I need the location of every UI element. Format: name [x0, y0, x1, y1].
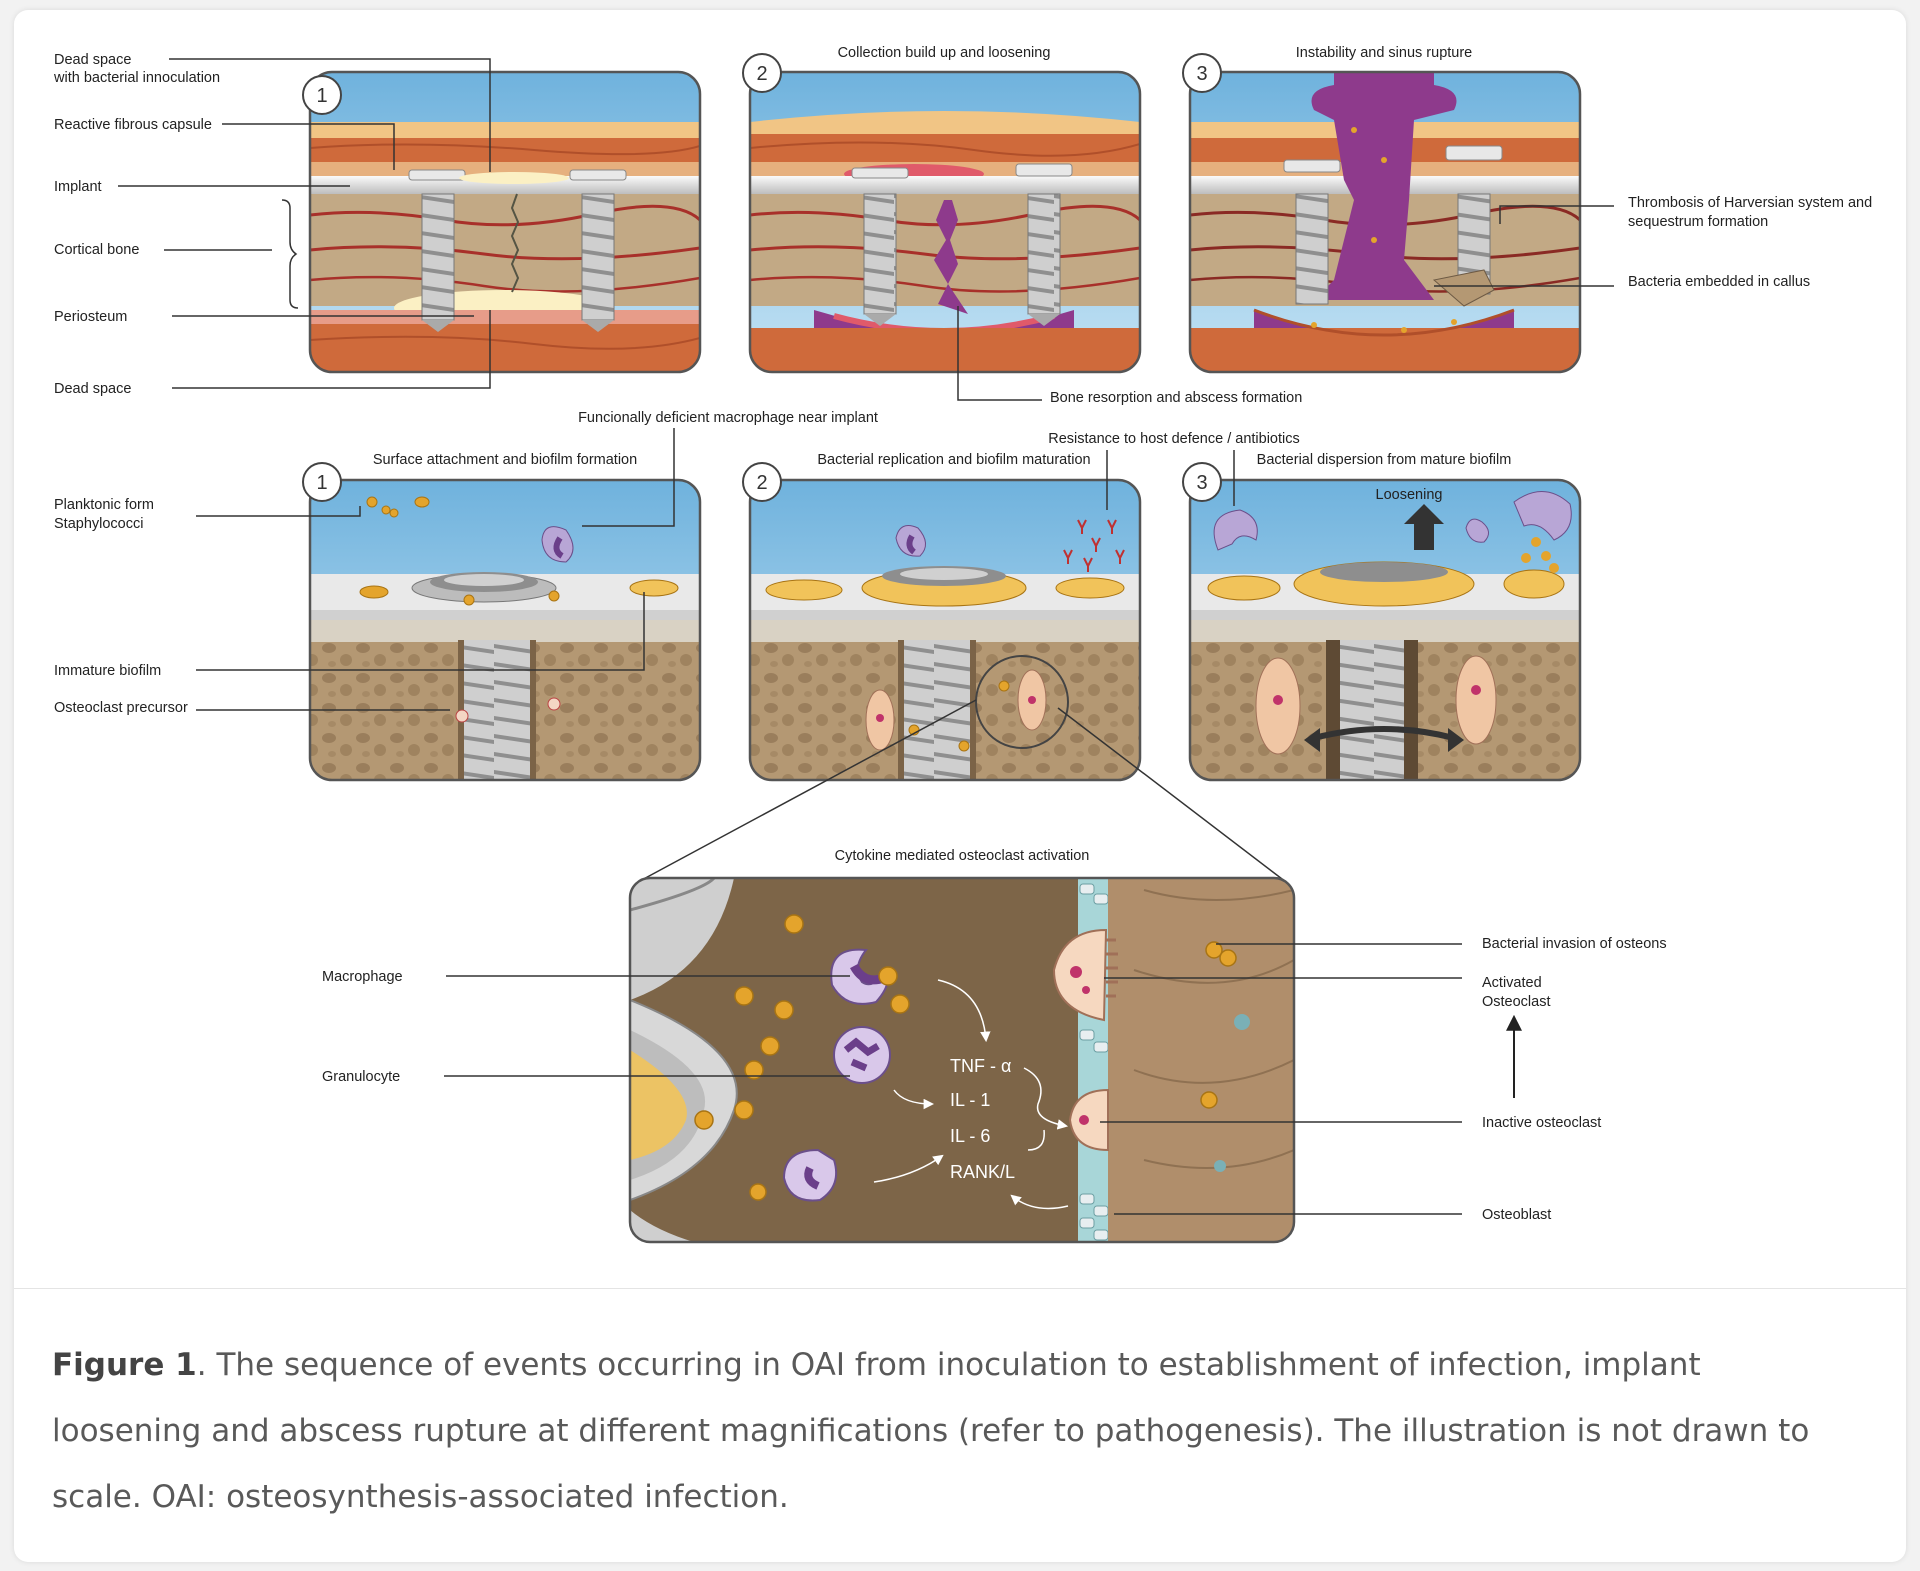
label-thrombosis-2: sequestrum formation [1628, 214, 1768, 230]
cytokine-il1: IL - 1 [950, 1090, 990, 1110]
caption-text: . The sequence of events occurring in OA… [52, 1347, 1810, 1515]
mid-title-1: Surface attachment and biofilm formation [373, 452, 637, 468]
label-activated-2: Osteoclast [1482, 994, 1551, 1010]
label-loosening: Loosening [1376, 487, 1443, 503]
top-title-2: Collection build up and loosening [838, 45, 1051, 61]
oai-illustration: 1 2 3 Collection build up and loosening … [53, 45, 1872, 1244]
mid-panel-numbers: 1 2 3 [302, 462, 1222, 502]
label-dead-space-inoculation-1: Dead space [54, 52, 131, 68]
label-inactive-osteoclast: Inactive osteoclast [1482, 1115, 1601, 1131]
mid-panel-2 [750, 480, 1140, 780]
top-num-2: 2 [756, 63, 767, 85]
bottom-title: Cytokine mediated osteoclast activation [835, 848, 1090, 864]
mid-panel-3 [1190, 480, 1580, 780]
mid-num-1: 1 [316, 472, 327, 494]
top-title-3: Instability and sinus rupture [1296, 45, 1473, 61]
label-implant: Implant [54, 179, 102, 195]
label-bacteria-callus: Bacteria embedded in callus [1628, 274, 1810, 290]
cytokine-il6: IL - 6 [950, 1126, 990, 1146]
caption-divider [14, 1288, 1906, 1289]
top-panel-numbers: 1 2 3 [302, 53, 1222, 115]
label-osteoclast-precursor: Osteoclast precursor [54, 700, 188, 716]
top-panel-3 [1190, 72, 1580, 372]
top-panel-1 [310, 72, 700, 372]
magnify-circle [975, 655, 1069, 749]
label-activated-1: Activated [1482, 975, 1542, 991]
mid-num-2: 2 [756, 472, 767, 494]
mid-num-3: 3 [1196, 472, 1207, 494]
label-cortical-bone: Cortical bone [54, 242, 139, 258]
figure-caption: Figure 1. The sequence of events occurri… [52, 1332, 1852, 1530]
cytokine-rankl: RANK/L [950, 1162, 1015, 1182]
mid-title-2: Bacterial replication and biofilm matura… [817, 452, 1090, 468]
bottom-panel: TNF - α IL - 1 IL - 6 RANK/L [630, 878, 1294, 1242]
label-immature-biofilm: Immature biofilm [54, 663, 161, 679]
label-granulocyte: Granulocyte [322, 1069, 400, 1085]
label-macrophage: Macrophage [322, 969, 403, 985]
figure-card: 1 2 3 Collection build up and loosening … [14, 10, 1906, 1562]
label-periosteum: Periosteum [54, 309, 127, 325]
top-num-3: 3 [1196, 63, 1207, 85]
label-resistance: Resistance to host defence / antibiotics [1048, 431, 1299, 447]
loosening-arrow-icon [1404, 504, 1444, 550]
label-planktonic-2: Staphylococci [54, 516, 143, 532]
cytokine-tnf: TNF - α [950, 1056, 1011, 1076]
caption-label: Figure 1 [52, 1347, 197, 1383]
top-num-1: 1 [316, 85, 327, 107]
label-dead-space-inoculation-2: with bacterial innoculation [53, 70, 220, 86]
mid-title-3: Bacterial dispersion from mature biofilm [1257, 452, 1512, 468]
label-bone-resorption: Bone resorption and abscess formation [1050, 390, 1302, 406]
label-bacterial-invasion: Bacterial invasion of osteons [1482, 936, 1667, 952]
label-dead-space: Dead space [54, 381, 131, 397]
mid-panel-1 [310, 480, 700, 780]
top-left-labels [118, 58, 491, 389]
label-osteoblast: Osteoblast [1482, 1207, 1551, 1223]
label-thrombosis-1: Thrombosis of Harversian system and [1628, 195, 1872, 211]
label-planktonic-1: Planktonic form [54, 497, 154, 513]
label-reactive-fibrous-capsule: Reactive fibrous capsule [54, 117, 212, 133]
label-macrophage-near-implant: Funcionally deficient macrophage near im… [578, 410, 878, 426]
top-panel-2 [750, 72, 1140, 372]
